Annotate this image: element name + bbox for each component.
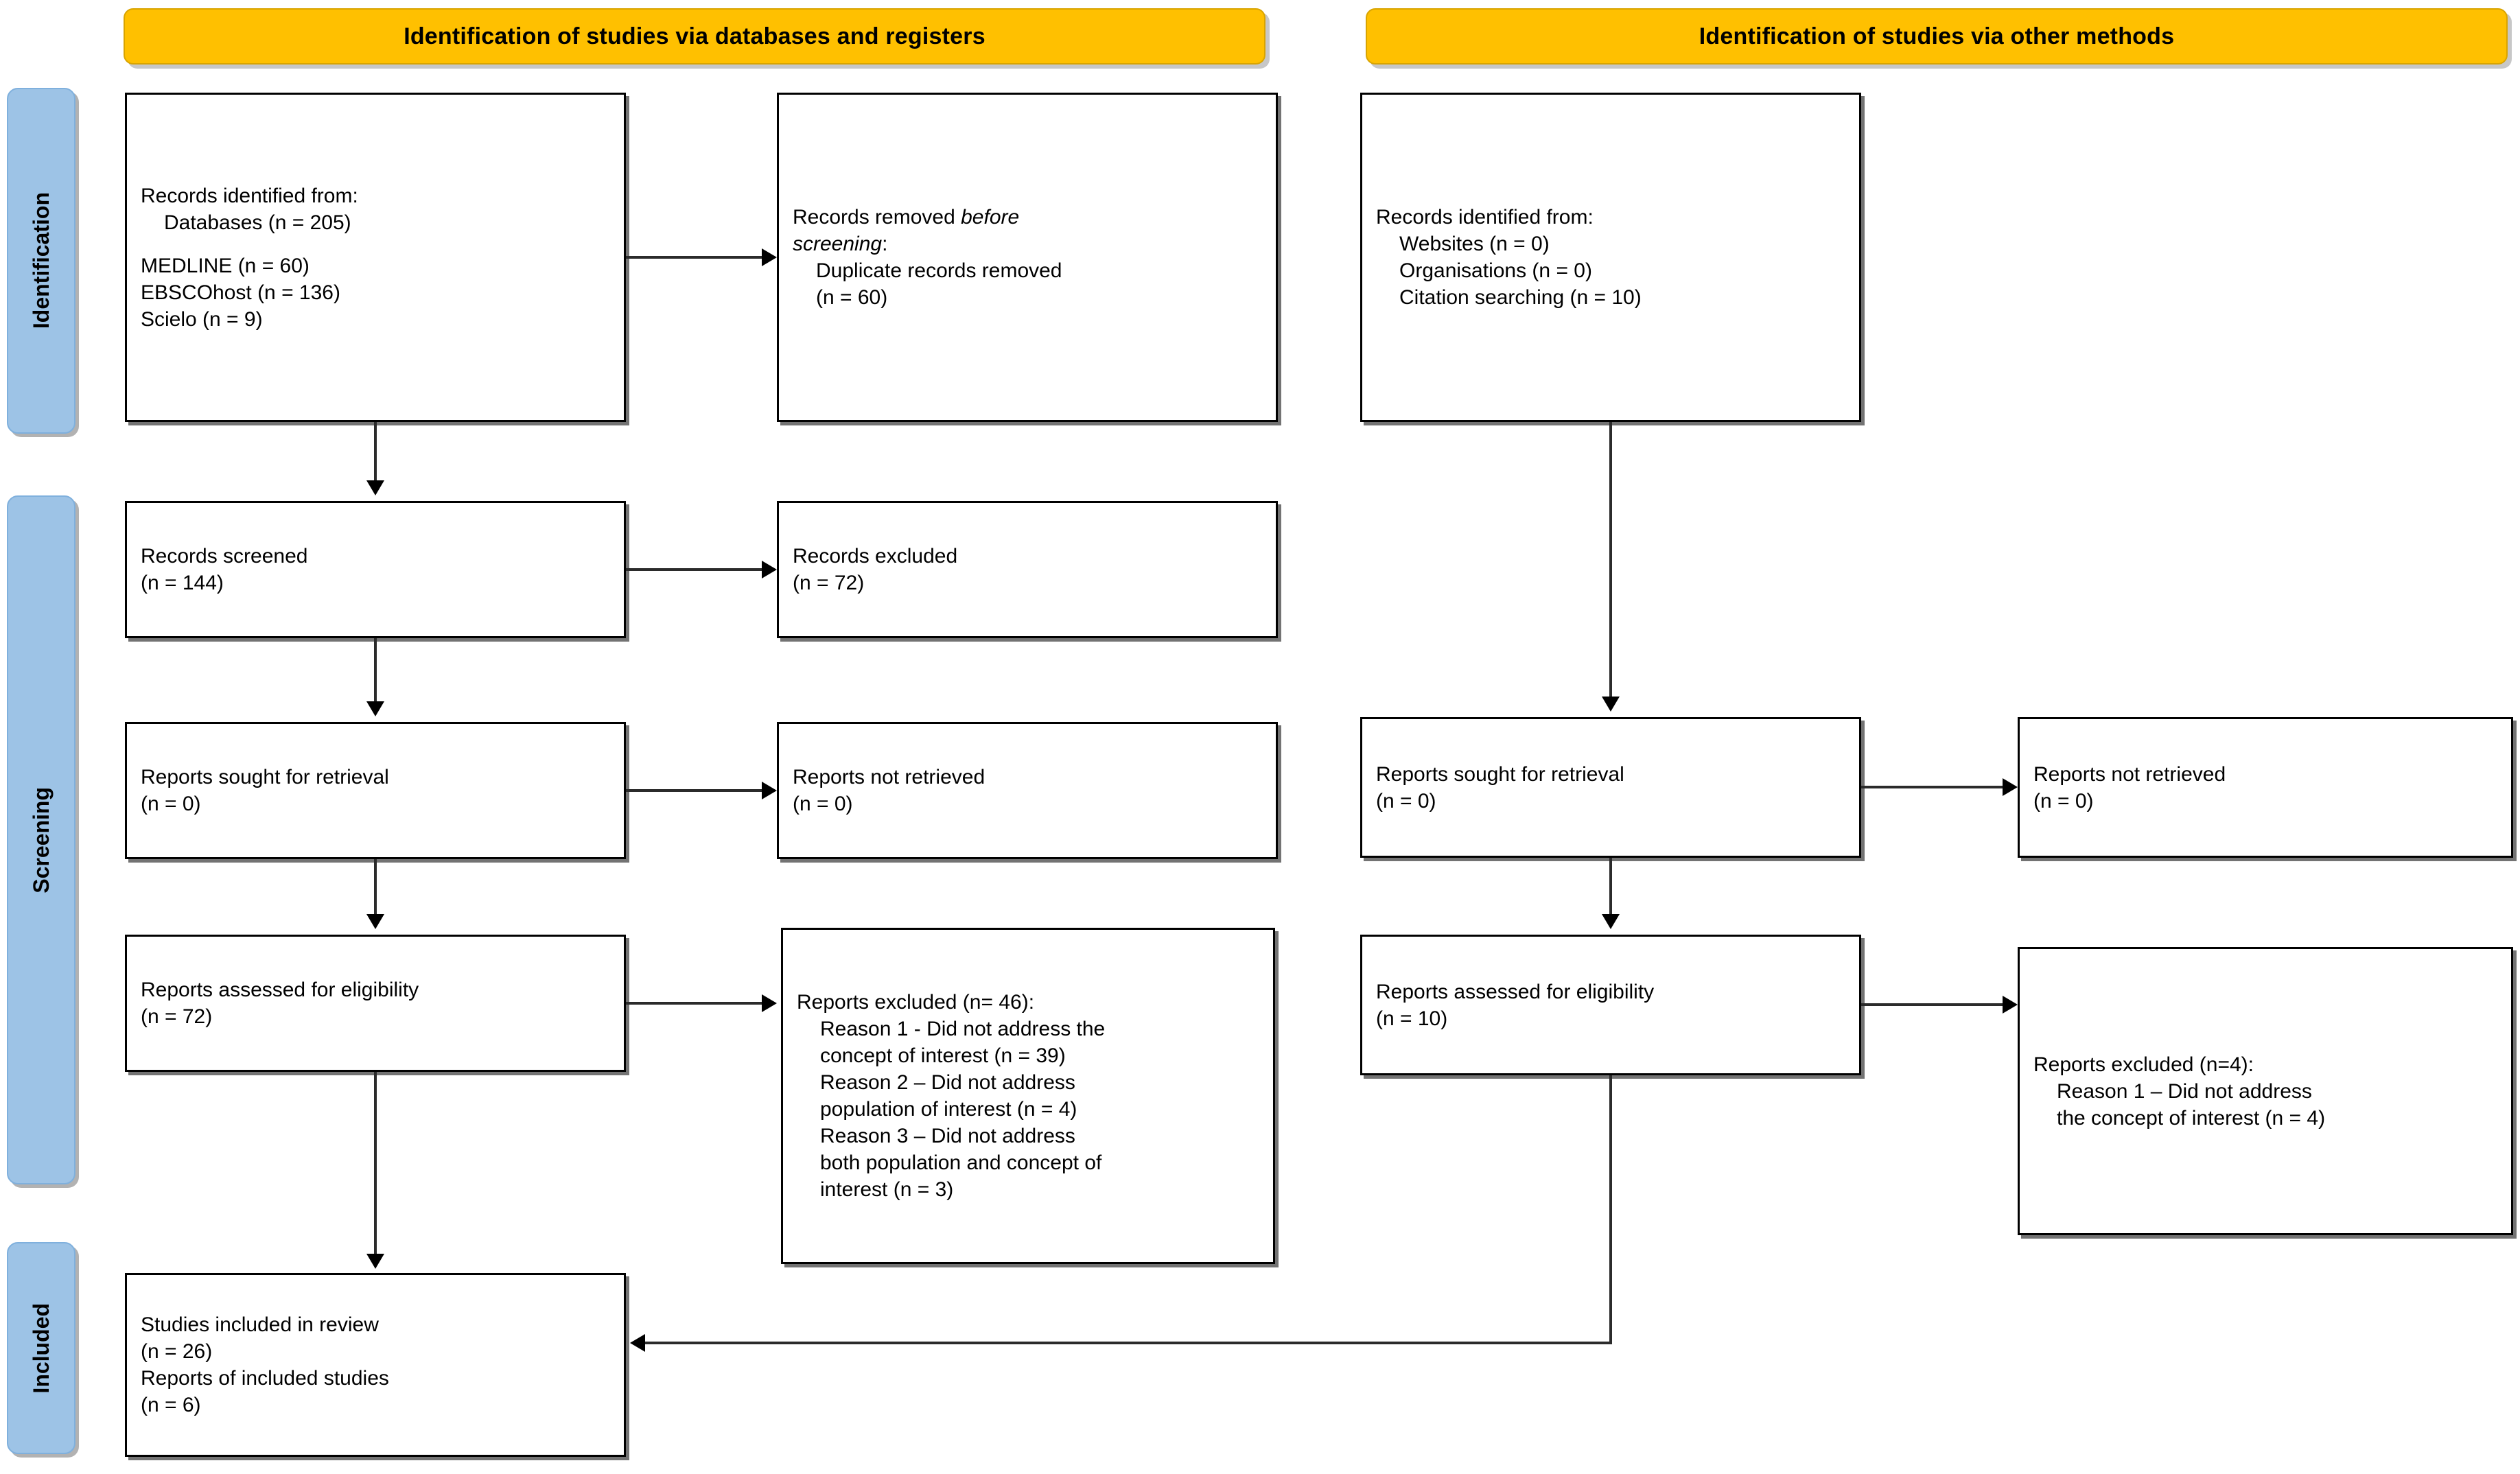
- connector-other-identified-to-sought: [1609, 422, 1612, 697]
- records-identified-databases-line-1: Records identified from:: [141, 184, 358, 207]
- box-records-removed-before-screening: Records removed before screening: Duplic…: [777, 93, 1278, 422]
- banner-other-methods: Identification of studies via other meth…: [1366, 8, 2508, 65]
- box-reports-not-retrieved-other: Reports not retrieved (n = 0): [2018, 717, 2513, 858]
- studies-included-line-2: (n = 26): [141, 1340, 213, 1363]
- arrowhead-identified-to-removed: [762, 248, 777, 266]
- banner-databases-registers: Identification of studies via databases …: [124, 8, 1265, 65]
- reports-assessed-databases-line-1: Reports assessed for eligibility: [141, 979, 419, 1001]
- banner-databases-registers-label: Identification of studies via databases …: [404, 23, 985, 49]
- connector-screened-to-records-excluded: [626, 568, 762, 571]
- records-removed-colon: :: [882, 233, 888, 255]
- box-reports-assessed-databases: Reports assessed for eligibility (n = 72…: [125, 935, 626, 1072]
- reports-sought-databases-line-1: Reports sought for retrieval: [141, 766, 389, 788]
- arrowhead-other-assessed-to-excluded: [2003, 996, 2018, 1014]
- records-removed-line-2: screening:: [793, 231, 1262, 257]
- arrowhead-sought-to-assessed: [366, 914, 384, 929]
- arrowhead-other-sought-to-not-retrieved: [2003, 778, 2018, 796]
- box-reports-assessed-other: Reports assessed for eligibility (n = 10…: [1360, 935, 1861, 1075]
- connector-sought-to-not-retrieved: [626, 789, 762, 792]
- records-identified-other-line-1: Records identified from:: [1376, 206, 1594, 229]
- stage-rail-identification: Identification: [7, 88, 75, 434]
- connector-other-assessed-to-excluded: [1861, 1003, 2003, 1006]
- stage-rail-screening-label: Screening: [28, 786, 54, 893]
- records-identified-other-line-2: Websites (n = 0): [1399, 233, 1550, 255]
- reports-excluded-databases-line-4: Reason 2 – Did not address: [820, 1071, 1075, 1094]
- reports-excluded-databases-line-1: Reports excluded (n= 46):: [797, 991, 1035, 1014]
- box-records-identified-databases: Records identified from: Databases (n = …: [125, 93, 626, 422]
- studies-included-line-4: (n = 6): [141, 1394, 201, 1416]
- connector-other-sought-to-assessed: [1609, 858, 1612, 914]
- reports-sought-databases-line-2: (n = 0): [141, 793, 201, 815]
- arrowhead-identified-to-screened: [366, 480, 384, 495]
- records-removed-line-3: Duplicate records removed: [816, 259, 1062, 282]
- connector-other-sought-to-not-retrieved: [1861, 786, 2003, 788]
- records-removed-line-4: (n = 60): [816, 286, 888, 309]
- reports-assessed-other-line-2: (n = 10): [1376, 1007, 1448, 1030]
- reports-assessed-other-line-1: Reports assessed for eligibility: [1376, 980, 1655, 1003]
- reports-sought-other-line-1: Reports sought for retrieval: [1376, 762, 1624, 786]
- banner-other-methods-label: Identification of studies via other meth…: [1699, 23, 2175, 49]
- records-removed-emphasis-before: before: [961, 206, 1020, 229]
- connector-assessed-to-reports-excluded: [626, 1002, 762, 1005]
- records-excluded-line-2: (n = 72): [793, 572, 865, 594]
- studies-included-line-3: Reports of included studies: [141, 1367, 389, 1390]
- records-identified-other-line-4: Citation searching (n = 10): [1399, 286, 1642, 309]
- reports-assessed-databases-line-2: (n = 72): [141, 1005, 213, 1028]
- reports-excluded-databases-line-6: Reason 3 – Did not address: [820, 1125, 1075, 1147]
- reports-excluded-databases-line-2: Reason 1 - Did not address the: [820, 1018, 1106, 1040]
- box-records-identified-other: Records identified from: Websites (n = 0…: [1360, 93, 1861, 422]
- connector-identified-to-screened: [374, 422, 377, 480]
- reports-excluded-other-line-2: Reason 1 – Did not address: [2057, 1079, 2312, 1103]
- arrowhead-assessed-to-included: [366, 1254, 384, 1269]
- arrowhead-sought-to-not-retrieved: [762, 782, 777, 799]
- records-removed-emphasis-screening: screening: [793, 233, 883, 255]
- box-reports-excluded-databases: Reports excluded (n= 46): Reason 1 - Did…: [781, 928, 1275, 1264]
- records-removed-text-a: Records removed: [793, 206, 961, 229]
- records-screened-line-2: (n = 144): [141, 572, 224, 594]
- box-records-screened: Records screened (n = 144): [125, 501, 626, 638]
- reports-excluded-databases-line-5: population of interest (n = 4): [820, 1098, 1077, 1121]
- arrowhead-assessed-to-reports-excluded: [762, 994, 777, 1012]
- records-identified-databases-line-5: Scielo (n = 9): [141, 307, 263, 331]
- box-reports-excluded-other: Reports excluded (n=4): Reason 1 – Did n…: [2018, 947, 2513, 1235]
- reports-sought-other-line-2: (n = 0): [1376, 789, 1436, 812]
- reports-excluded-databases-line-8: interest (n = 3): [820, 1178, 954, 1201]
- arrowhead-other-sought-to-assessed: [1602, 914, 1620, 929]
- records-removed-line-1: Records removed before: [793, 204, 1262, 231]
- stage-rail-screening: Screening: [7, 495, 75, 1184]
- reports-excluded-other-line-1: Reports excluded (n=4):: [2033, 1053, 2254, 1076]
- arrowhead-screened-to-sought: [366, 701, 384, 716]
- box-reports-sought-databases: Reports sought for retrieval (n = 0): [125, 722, 626, 859]
- stage-rail-identification-label: Identification: [28, 192, 54, 329]
- records-excluded-line-1: Records excluded: [793, 545, 958, 568]
- arrowhead-other-identified-to-sought: [1602, 697, 1620, 712]
- box-records-excluded: Records excluded (n = 72): [777, 501, 1278, 638]
- box-reports-not-retrieved-databases: Reports not retrieved (n = 0): [777, 722, 1278, 859]
- connector-other-assessed-to-included-vertical: [1609, 1075, 1612, 1344]
- reports-excluded-databases-line-7: both population and concept of: [820, 1151, 1102, 1174]
- reports-not-retrieved-other-line-1: Reports not retrieved: [2033, 762, 2226, 786]
- connector-sought-to-assessed: [374, 859, 377, 914]
- box-reports-sought-other: Reports sought for retrieval (n = 0): [1360, 717, 1861, 858]
- records-identified-databases-line-4: EBSCOhost (n = 136): [141, 281, 340, 304]
- records-screened-line-1: Records screened: [141, 545, 308, 568]
- reports-excluded-databases-line-3: concept of interest (n = 39): [820, 1044, 1066, 1067]
- studies-included-line-1: Studies included in review: [141, 1313, 379, 1336]
- records-identified-databases-line-2: Databases (n = 205): [164, 211, 351, 234]
- reports-excluded-other-line-3: the concept of interest (n = 4): [2057, 1106, 2326, 1130]
- records-identified-databases-line-3: MEDLINE (n = 60): [141, 254, 310, 277]
- stage-rail-included-label: Included: [28, 1302, 54, 1394]
- box-studies-included: Studies included in review (n = 26) Repo…: [125, 1273, 626, 1457]
- connector-other-assessed-to-included-horizontal: [645, 1342, 1612, 1344]
- connector-identified-to-removed: [626, 256, 762, 259]
- records-identified-other-line-3: Organisations (n = 0): [1399, 259, 1592, 282]
- connector-assessed-to-included: [374, 1072, 377, 1254]
- stage-rail-included: Included: [7, 1242, 75, 1454]
- reports-not-retrieved-databases-line-2: (n = 0): [793, 793, 853, 815]
- reports-not-retrieved-other-line-2: (n = 0): [2033, 789, 2094, 812]
- arrowhead-screened-to-records-excluded: [762, 561, 777, 578]
- arrowhead-other-assessed-to-included: [630, 1334, 645, 1352]
- reports-not-retrieved-databases-line-1: Reports not retrieved: [793, 766, 985, 788]
- connector-screened-to-sought: [374, 638, 377, 701]
